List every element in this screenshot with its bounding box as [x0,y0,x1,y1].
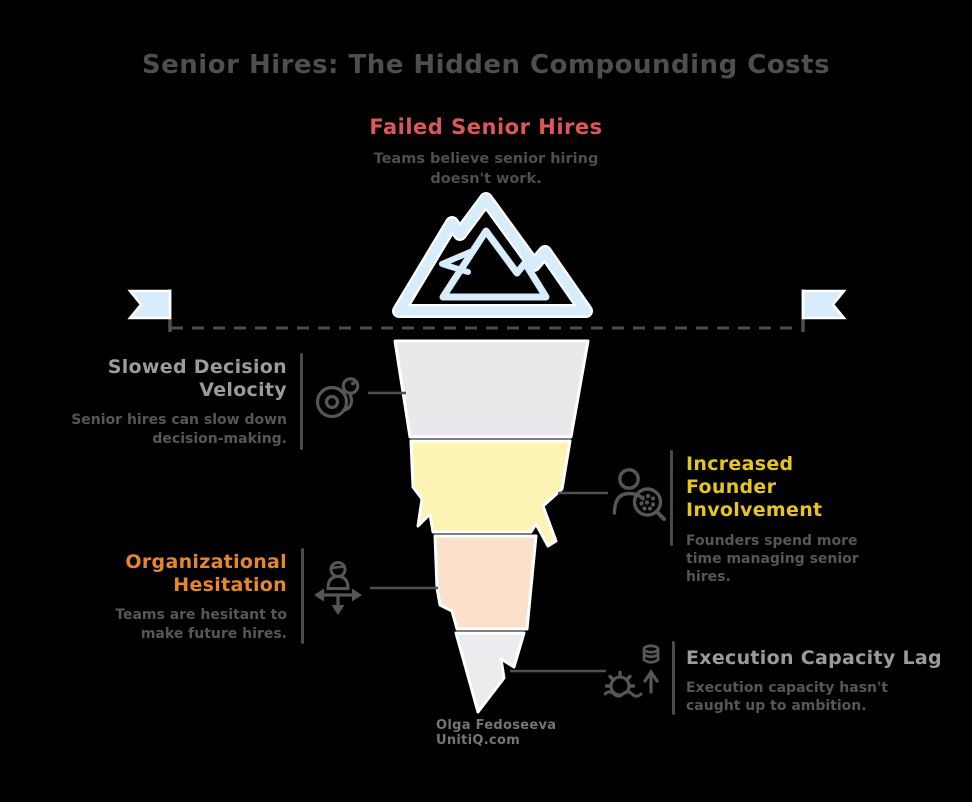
divider [670,450,673,546]
left-flag-icon [127,289,172,332]
founder-magnifier-icon [612,468,666,521]
mountain-icon [392,192,593,318]
surface-label: Failed Senior Hires [369,115,603,139]
page-title: Senior Hires: The Hidden Compounding Cos… [141,50,831,80]
cost-title: Execution Capacity Lag [686,647,942,669]
gear-waves-icon [604,644,660,699]
iceberg-layer-4 [454,631,526,714]
right-flag-icon [801,289,847,332]
iceberg-layer-3 [433,534,538,631]
surface-description: Teams believe senior hiring doesn't work… [373,151,599,187]
cost-description: Founders spend more time managing senior… [686,532,859,585]
divider [301,548,304,644]
iceberg-layer-2 [409,439,572,548]
cost-description: Senior hires can slow down decision-maki… [71,412,287,447]
person-direction-arrows-icon [314,561,362,615]
iceberg-underwater [393,339,590,714]
cost-block-slowed-decision: Slowed Decision Velocity Senior hires ca… [60,356,287,448]
cost-description: Execution capacity hasn't caught up to a… [686,680,889,715]
cost-description: Teams are hesitant to make future hires. [115,607,287,642]
credit-website: UnitiQ.com [436,732,521,748]
cost-title: Organizational Hesitation [125,551,287,597]
cost-title: Increased Founder Involvement [686,453,823,522]
snail-icon [315,377,360,419]
credit: Olga Fedoseeva UnitiQ.com [436,718,557,749]
credit-author: Olga Fedoseeva [436,718,557,733]
cost-block-organizational-hesitation: Organizational Hesitation Teams are hesi… [80,551,287,643]
divider [672,641,675,715]
cost-block-execution-capacity: Execution Capacity Lag Execution capacit… [686,647,951,716]
divider [300,353,303,450]
iceberg-layer-1 [393,339,590,439]
cost-title: Slowed Decision Velocity [107,356,287,402]
leader-lines [368,391,608,673]
cost-block-founder-involvement: Increased Founder Involvement Founders s… [686,453,886,586]
